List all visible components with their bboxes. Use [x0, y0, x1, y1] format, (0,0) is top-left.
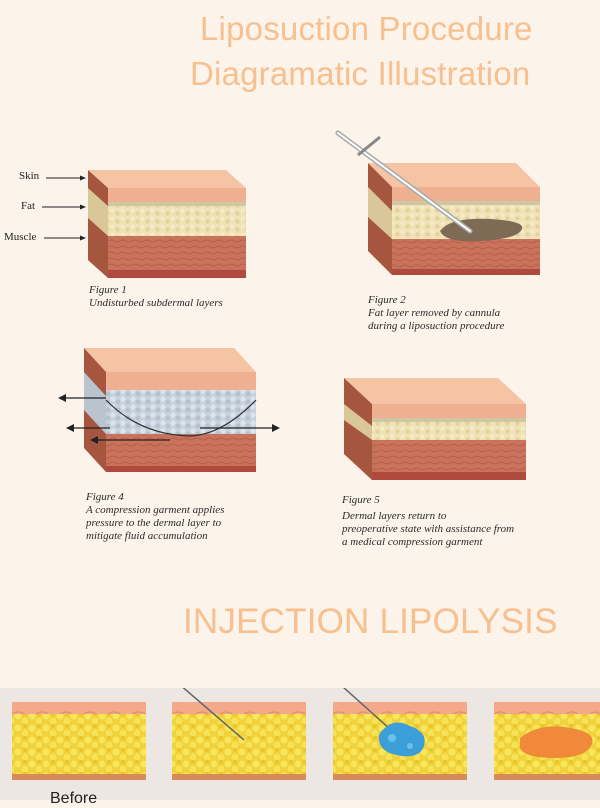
figure-4-caption-3: mitigate fluid accumulation	[86, 530, 208, 542]
figure-2-label: Figure 2	[368, 294, 406, 306]
panel-before	[11, 702, 147, 780]
figure-5-label: Figure 5	[342, 494, 380, 506]
figure-4-label: Figure 4	[86, 491, 124, 503]
fat-label: Fat	[21, 200, 36, 212]
skin-layers-block	[88, 170, 246, 278]
figure-2-illustration	[335, 130, 540, 275]
injected-solution	[378, 722, 425, 757]
figure-2-caption-1: Fat layer removed by cannula	[368, 307, 501, 319]
figure-1-caption-1: Undisturbed subdermal layers	[89, 297, 223, 309]
muscle-label: Muscle	[4, 231, 37, 243]
figure-5-caption-3: a medical compression garment	[342, 536, 483, 548]
injection-lipolysis-panels	[11, 688, 600, 780]
title-line-2: Diagramatic Illustration	[190, 55, 531, 92]
figure-4-caption-1: A compression garment applies	[86, 504, 225, 516]
title-line-1: Liposuction Procedure	[200, 10, 533, 47]
cannula-instrument	[335, 130, 473, 234]
skin-layers-block	[344, 378, 526, 480]
panel-needle-insertion	[171, 688, 307, 780]
skin-layers-block	[84, 348, 256, 472]
before-label: Before	[50, 790, 98, 807]
figure-1-label: Figure 1	[89, 284, 127, 296]
needle	[182, 688, 245, 741]
panel-injection	[332, 688, 468, 780]
label-arrows	[42, 175, 86, 241]
injection-lipolysis-title: INJECTION LIPOLYSIS	[183, 602, 558, 641]
figure-5-illustration	[344, 378, 526, 480]
figure-1-illustration	[42, 170, 246, 278]
pressure-arrows	[58, 394, 280, 444]
figure-2-caption-2: during a liposuction procedure	[368, 320, 505, 332]
figure-4-illustration	[58, 348, 280, 472]
figure-4-caption-2: pressure to the dermal layer to	[86, 517, 222, 529]
figure-5-caption-1: Dermal layers return to	[342, 510, 447, 522]
figure-5-caption-2: preoperative state with assistance from	[342, 523, 515, 535]
panel-fat-dissolved	[493, 702, 600, 780]
skin-label: Skin	[19, 170, 40, 182]
dissolved-fat-area	[520, 726, 593, 758]
